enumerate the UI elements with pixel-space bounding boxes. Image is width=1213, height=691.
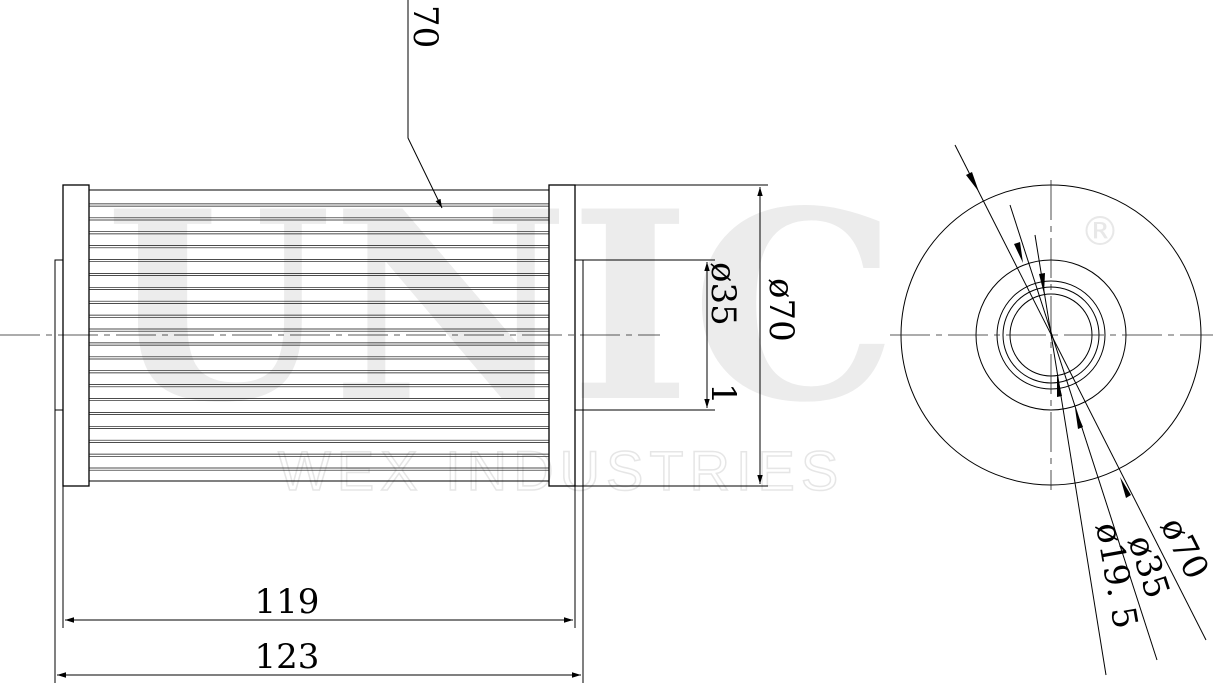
top-leader: 70 [405,0,445,209]
arrow-35-bottom [1075,408,1083,429]
arrow-70-bottom [1120,477,1131,498]
outer-diameter-dimension: ø70 [575,184,801,487]
leader-35 [1009,204,1158,661]
arrow-19-5-top [1039,273,1045,294]
length-119-label: 119 [255,582,320,622]
inner-diameter-dimension: ø35 1 [583,259,743,411]
left-end-cap [62,184,90,487]
pleat-body [88,189,550,482]
watermark-registered-mark: ® [1080,209,1120,255]
top-leader-line [407,0,443,209]
leader-19-5 [1034,234,1107,676]
watermark: UNIC ® WEX INDUSTRIES [105,155,1120,503]
small-offset-label: 1 [703,383,743,405]
leader-70 [954,144,1207,641]
right-spigot [574,259,584,411]
side-view [54,184,584,487]
arrow-70-top [966,172,979,192]
length-119-dimension: 119 [62,486,576,628]
inner-diameter-label: ø35 [703,262,743,326]
outer-diameter-label: ø70 [761,278,801,342]
end-view: ø70 ø35 ø19. 5 [890,144,1213,676]
arrow-35-top [1014,242,1023,263]
arrow-19-5-bottom [1057,375,1062,397]
length-123-label: 123 [255,637,320,677]
top-leader-label: 70 [405,5,445,48]
left-spigot [54,259,64,411]
pleat-lines [89,203,549,471]
length-123-dimension: 123 [54,410,584,683]
